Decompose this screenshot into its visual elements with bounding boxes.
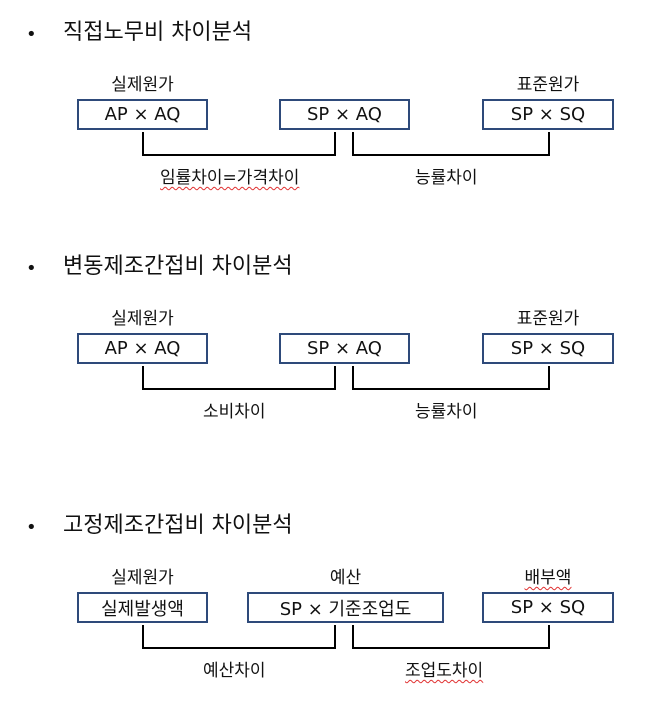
bottom-label-spending-variance: 소비차이 <box>203 402 266 422</box>
top-label-actual: 실제원가 <box>111 309 174 329</box>
section-heading: 고정제조간접비 차이분석 <box>63 513 293 538</box>
bottom-label-budget-variance: 예산차이 <box>203 661 266 681</box>
connector-left <box>142 132 336 156</box>
box-sp-aq: SP × AQ <box>279 333 410 364</box>
connector-right <box>352 366 550 390</box>
section-variable-overhead: • 변동제조간접비 차이분석 실제원가 표준원가 AP × AQ SP × AQ… <box>0 234 655 434</box>
top-label-applied: 배부액 <box>524 568 572 588</box>
section-direct-labor: • 직접노무비 차이분석 실제원가 표준원가 AP × AQ SP × AQ S… <box>0 0 655 200</box>
top-label-standard: 표준원가 <box>516 309 580 329</box>
connector-left <box>142 366 336 390</box>
bottom-label-volume-variance: 조업도차이 <box>405 661 484 681</box>
bullet: • <box>26 258 37 279</box>
top-label-budget: 예산 <box>329 568 362 588</box>
box-sp-normal-capacity: SP × 기준조업도 <box>247 592 444 623</box>
connector-left <box>142 625 336 649</box>
top-label-actual: 실제원가 <box>111 75 174 95</box>
section-fixed-overhead: • 고정제조간접비 차이분석 실제원가 예산 배부액 실제발생액 SP × 기준… <box>0 493 655 693</box>
top-label-standard: 표준원가 <box>516 75 580 95</box>
connector-right <box>352 625 550 649</box>
section-heading: 직접노무비 차이분석 <box>63 20 253 45</box>
box-actual-incurred: 실제발생액 <box>77 592 208 623</box>
bottom-label-efficiency-variance: 능률차이 <box>415 402 478 422</box>
box-sp-sq: SP × SQ <box>482 333 614 364</box>
connector-right <box>352 132 550 156</box>
box-sp-aq: SP × AQ <box>279 99 410 130</box>
box-sp-sq: SP × SQ <box>482 99 614 130</box>
box-ap-aq: AP × AQ <box>77 333 208 364</box>
bottom-label-rate-variance: 임률차이=가격차이 <box>160 168 300 188</box>
bullet: • <box>26 24 37 45</box>
top-label-actual: 실제원가 <box>111 568 174 588</box>
bullet: • <box>26 517 37 538</box>
box-sp-sq: SP × SQ <box>482 592 614 623</box>
box-ap-aq: AP × AQ <box>77 99 208 130</box>
bottom-label-efficiency-variance: 능률차이 <box>415 168 478 188</box>
section-heading: 변동제조간접비 차이분석 <box>63 254 293 279</box>
